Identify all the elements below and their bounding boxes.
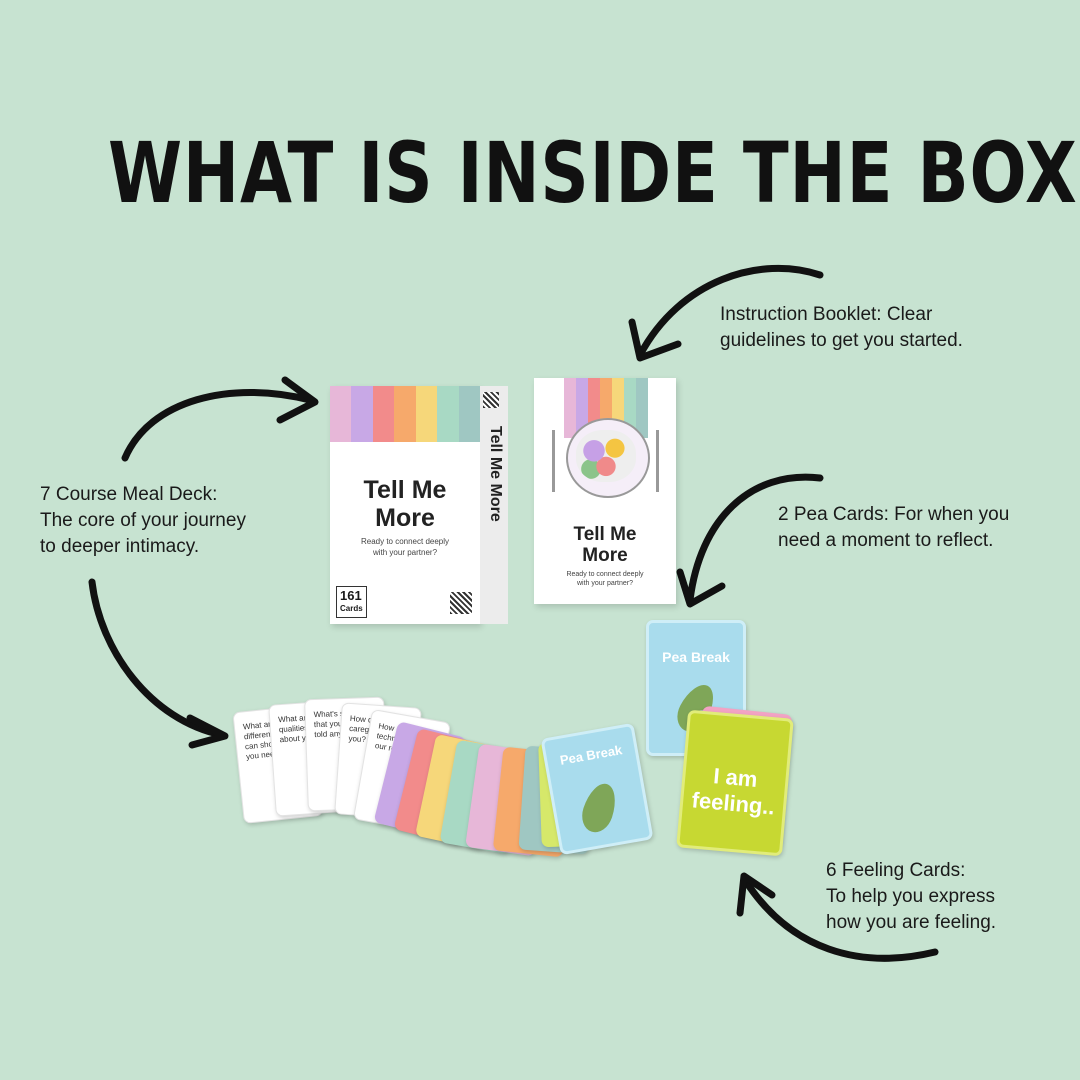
arrow-to-feeling-cards-head: [736, 872, 776, 917]
stripe: [351, 386, 373, 442]
fork-icon: [656, 430, 659, 492]
arrow-to-pea-cards: [686, 473, 824, 604]
arrow-to-booklet-head: [628, 318, 682, 362]
deck-box-subtitle: Ready to connect deeply with your partne…: [360, 537, 450, 557]
arrow-to-booklet: [636, 265, 824, 359]
arrow-to-feeling-cards: [741, 876, 939, 962]
booklet-subtitle: Ready to connect deeply with your partne…: [566, 571, 644, 587]
feeling-card: I am feeling..: [676, 709, 794, 857]
arrow-to-deck-cards-head: [186, 714, 229, 749]
stripe: [458, 386, 480, 442]
stripe: [564, 378, 576, 438]
arrow-to-deck-box-head: [276, 376, 319, 424]
deck-box-side-text: Tell Me More: [487, 426, 504, 522]
stripe: [636, 378, 648, 438]
stripe: [394, 386, 416, 442]
deck-box: Tell Me More Ready to connect deeply wit…: [330, 386, 480, 624]
booklet-title: Tell Me More: [573, 524, 637, 566]
caption-deck: 7 Course Meal Deck: The core of your jou…: [40, 484, 246, 557]
stripe: [437, 386, 459, 442]
qr-code-icon: [483, 392, 499, 408]
caption-booklet: Instruction Booklet: Clear guidelines to…: [720, 304, 963, 351]
arrow-to-deck-box: [121, 388, 314, 462]
arrow-to-pea-cards-head: [676, 568, 726, 608]
stripe: [330, 386, 352, 442]
pea-break-card: Pea Break: [540, 722, 654, 856]
page-title: WHAT IS INSIDE THE BOX: [108, 124, 1078, 222]
vegetables-illustration: [576, 430, 636, 482]
caption-pea: 2 Pea Cards: For when you need a moment …: [778, 504, 1010, 551]
caption-feeling: 6 Feeling Cards: To help you express how…: [826, 860, 997, 933]
qr-code-icon: [450, 592, 472, 614]
deck-box-title: Tell Me More: [363, 476, 447, 532]
stripe: [372, 386, 395, 442]
deck-box-count: 161 Cards: [336, 586, 367, 618]
spoon-icon: [552, 430, 555, 492]
stripe: [415, 386, 438, 442]
deck-box-stripes: [330, 386, 480, 442]
arrow-to-deck-cards: [88, 578, 226, 739]
pea-pod-icon: [577, 779, 622, 837]
deck-box-side: Tell Me More: [480, 386, 508, 624]
instruction-booklet: Tell Me More Ready to connect deeply wit…: [534, 378, 676, 604]
